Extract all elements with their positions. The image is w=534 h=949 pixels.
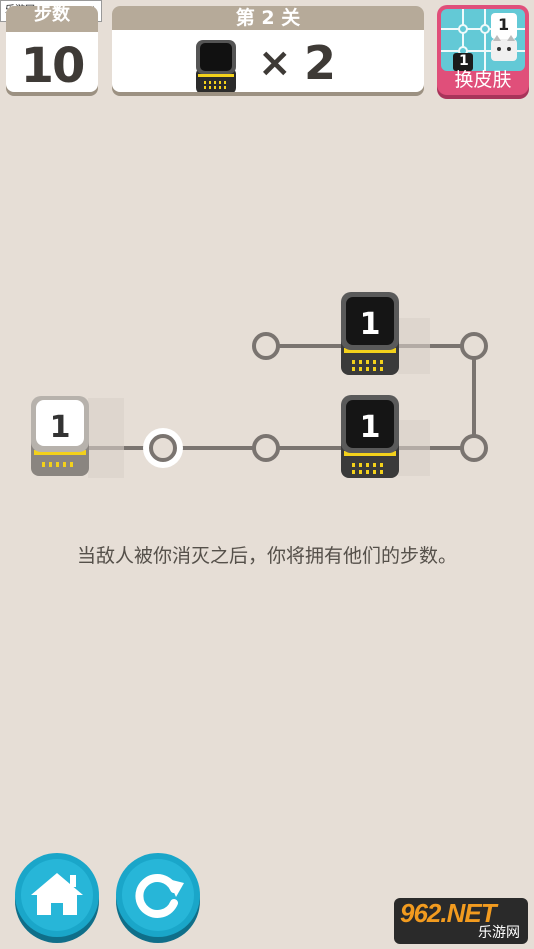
enemy-piece-top[interactable]	[341, 292, 430, 375]
restart-icon	[135, 874, 184, 918]
cat-skin-icon	[441, 9, 525, 71]
restart-button[interactable]	[116, 853, 200, 937]
steps-value: 10	[20, 38, 86, 92]
level-title: 第 2 关	[112, 6, 424, 30]
level-panel: 第 2 关 × 2	[112, 6, 424, 92]
steps-panel: 步数 10	[6, 6, 98, 92]
enemy-piece-top-value: 1	[360, 307, 381, 342]
goal-count: 2	[304, 36, 337, 90]
change-skin-button[interactable]: 1 1 换皮肤	[437, 5, 529, 95]
player-piece[interactable]	[31, 396, 124, 478]
home-icon	[31, 873, 83, 915]
enemy-piece-bottom[interactable]	[341, 395, 430, 478]
path-node[interactable]	[252, 434, 280, 462]
restart-button-face	[122, 859, 194, 931]
highlighted-path-node[interactable]	[143, 428, 183, 468]
skin-preview-badge-black: 1	[459, 53, 469, 69]
home-button[interactable]	[15, 853, 99, 937]
watermark-sub: 乐游网	[478, 924, 520, 940]
change-skin-label: 换皮肤	[454, 69, 512, 91]
steps-label: 步数	[6, 6, 98, 32]
path-node[interactable]	[460, 434, 488, 462]
path-node[interactable]	[252, 332, 280, 360]
player-piece-value: 1	[50, 410, 71, 445]
skin-preview: 1 1	[441, 9, 525, 71]
site-watermark-bottom: 962.NET 乐游网	[394, 898, 528, 944]
enemy-piece-icon	[196, 40, 236, 92]
watermark-main: 962.NET	[400, 898, 497, 928]
goal-row: × 2	[112, 34, 424, 92]
path-node[interactable]	[460, 332, 488, 360]
skin-preview-badge-white: 1	[498, 15, 510, 34]
goal-multiply-sign: ×	[258, 40, 292, 86]
hint-text: 当敌人被你消灭之后，你将拥有他们的步数。	[76, 545, 457, 567]
enemy-piece-bottom-value: 1	[360, 410, 381, 445]
